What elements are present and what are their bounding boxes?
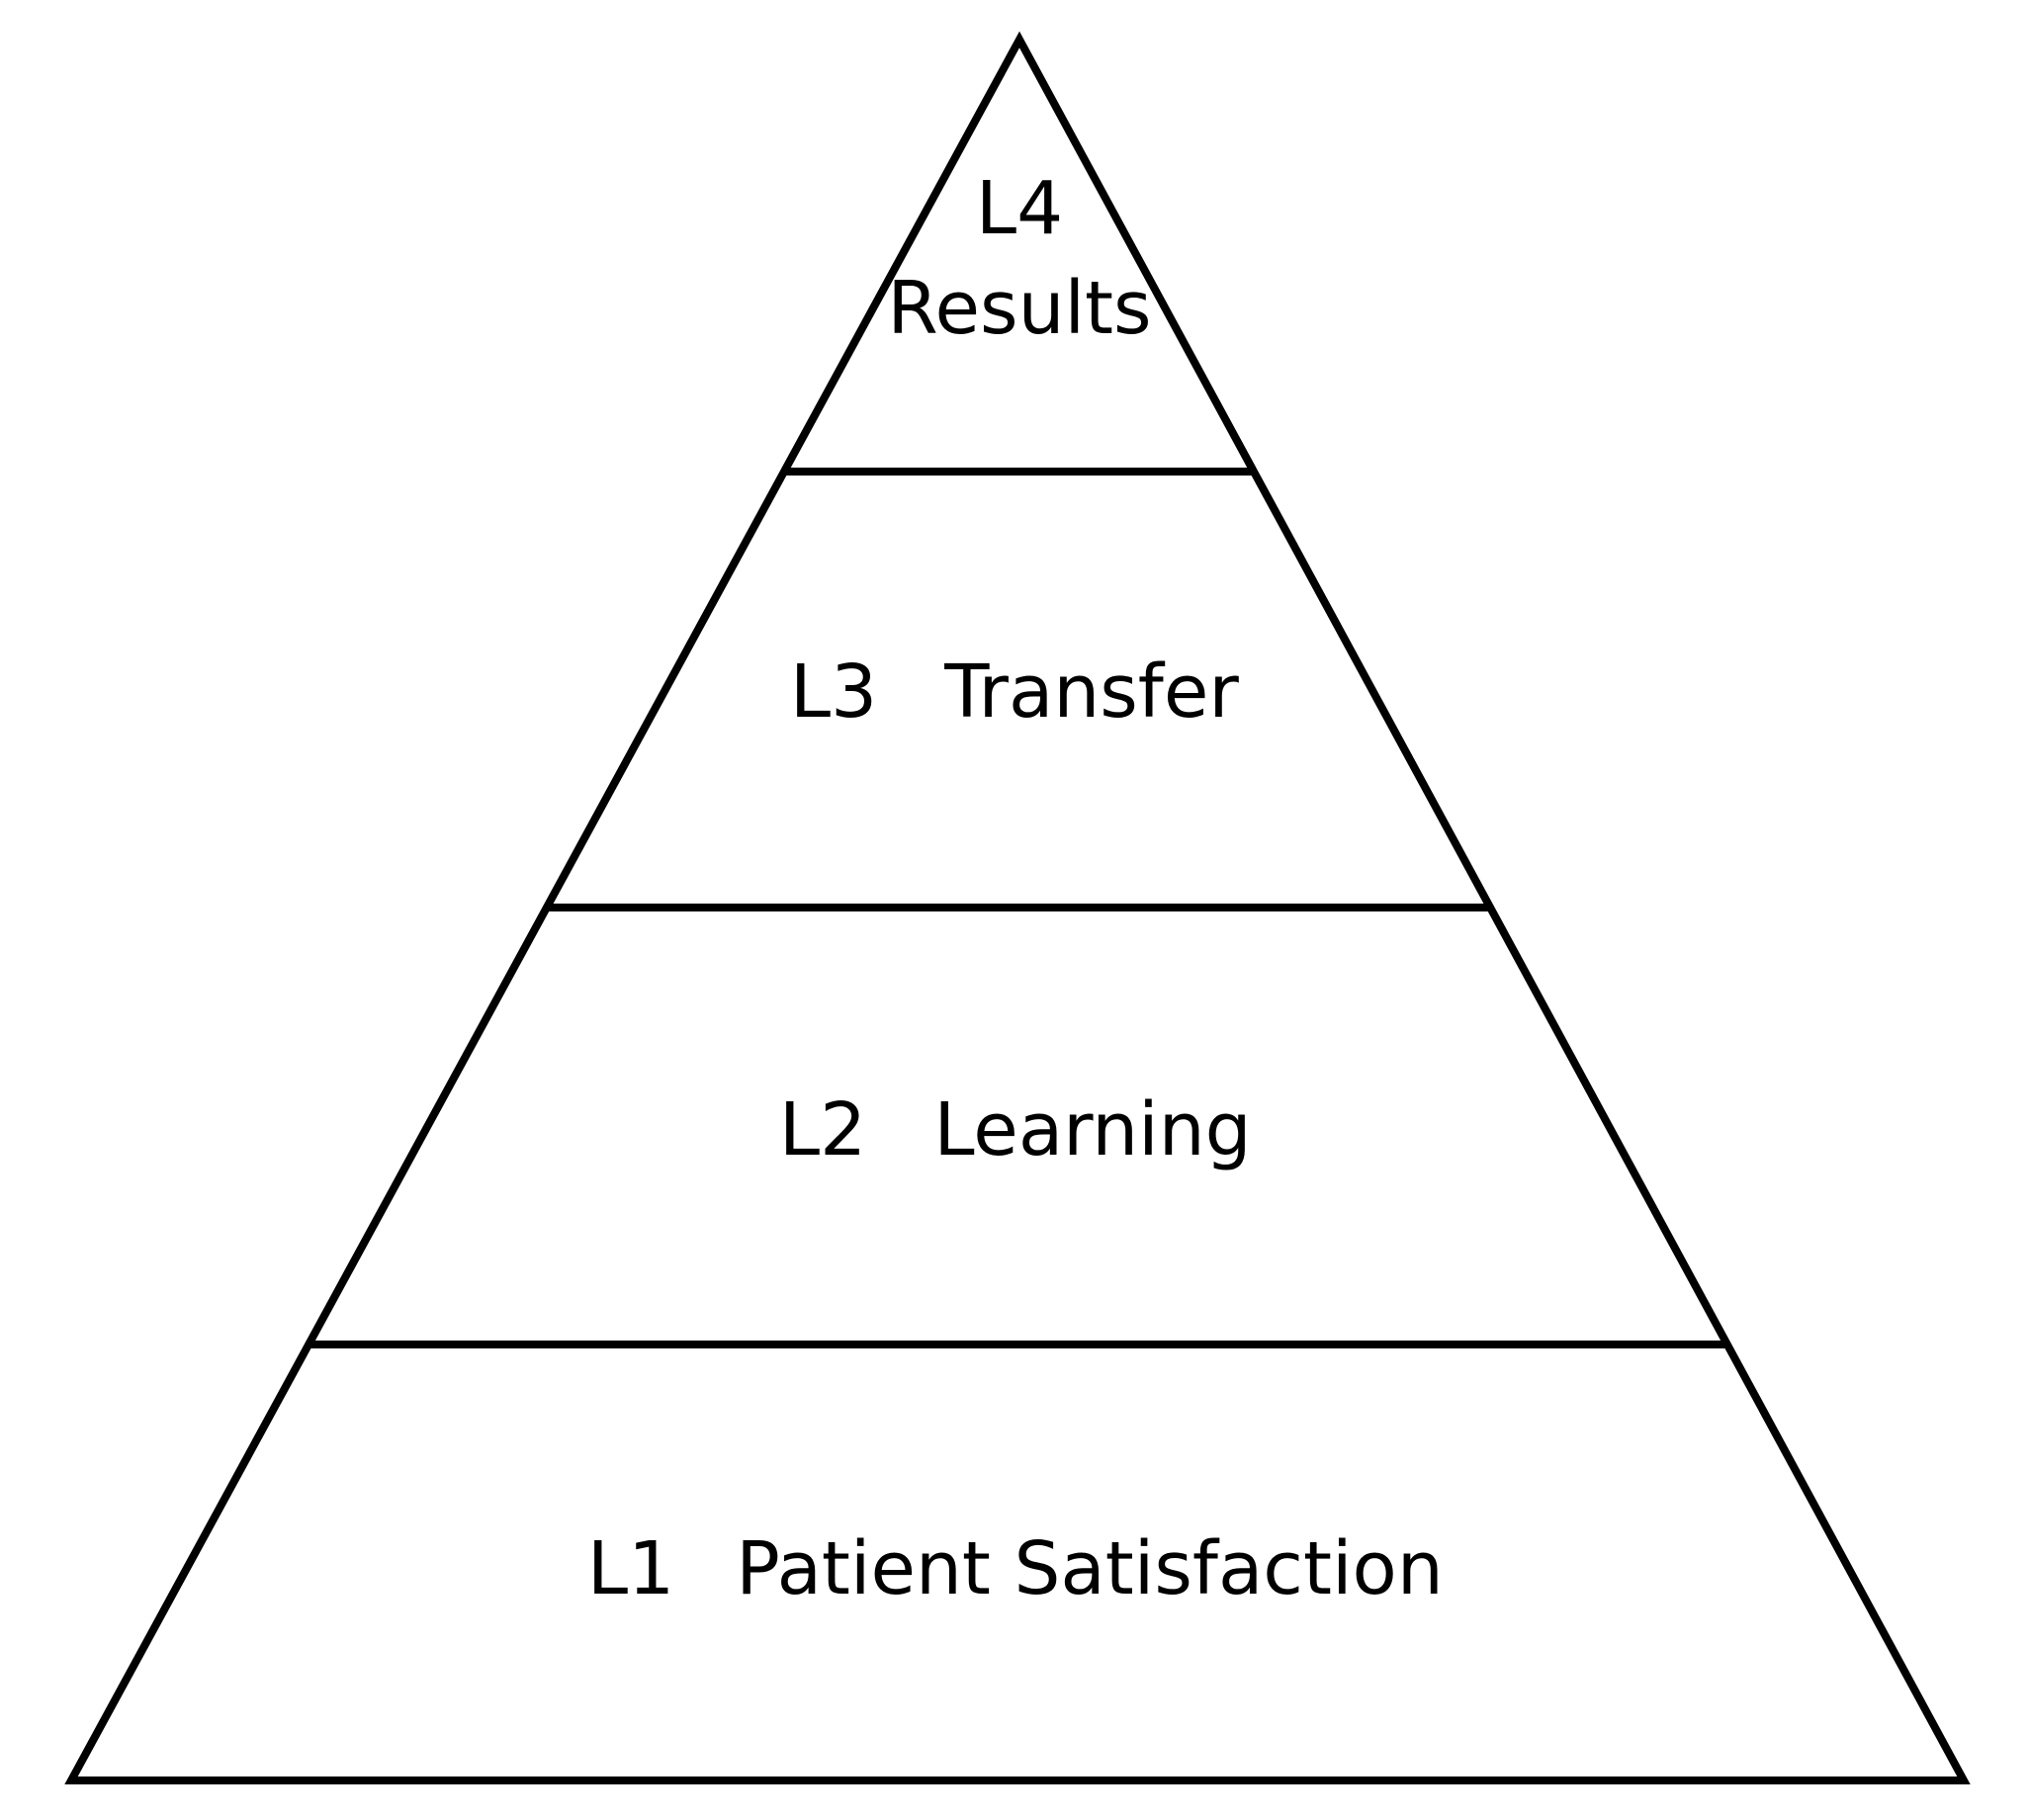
tier-l4-name: Results — [887, 266, 1151, 351]
tier-l1: L1 Patient Satisfaction — [587, 1526, 1444, 1611]
tier-l3: L3 Transfer — [790, 650, 1240, 735]
tier-l4: L4 Results — [887, 166, 1151, 351]
tier-l1-code: L1 — [587, 1526, 674, 1611]
pyramid-outline — [64, 31, 1971, 1784]
tier-l3-code: L3 — [790, 650, 877, 735]
tier-l2-code: L2 — [779, 1087, 866, 1172]
tier-l4-code: L4 — [976, 166, 1063, 251]
tier-l3-name: Transfer — [943, 650, 1239, 735]
tier-l2-name: Learning — [933, 1087, 1251, 1172]
tier-l1-name: Patient Satisfaction — [736, 1526, 1443, 1611]
tier-l2: L2 Learning — [779, 1087, 1252, 1172]
